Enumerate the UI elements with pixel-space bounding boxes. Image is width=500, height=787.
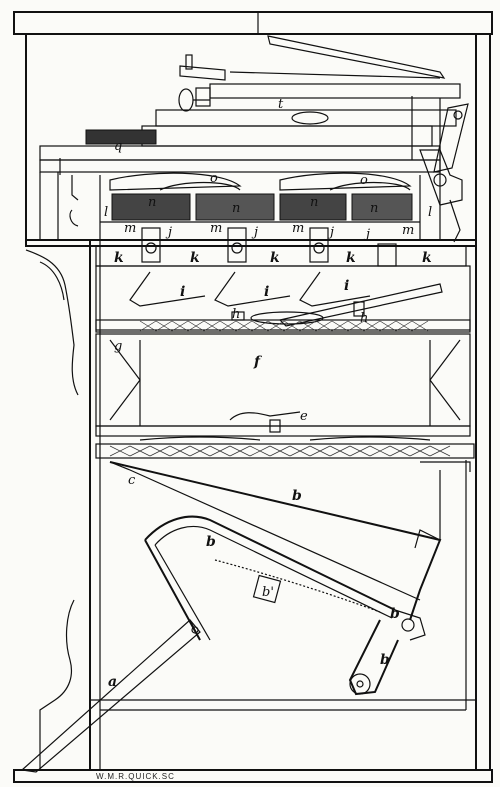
engraver-credit: W.M.R.QUICK.SC bbox=[96, 772, 175, 781]
label-n-1: n bbox=[148, 195, 156, 210]
hatch-mark bbox=[389, 445, 411, 457]
hatch-mark bbox=[309, 445, 331, 457]
hatch-mark bbox=[209, 445, 231, 457]
label-b-top: b bbox=[292, 488, 302, 504]
hatch-mark bbox=[189, 445, 211, 457]
hatch-mark bbox=[149, 445, 171, 457]
clamp-assembly bbox=[39, 145, 441, 240]
label-i-1: i bbox=[180, 284, 185, 300]
hatch-mark bbox=[155, 320, 173, 332]
hatch-mark bbox=[169, 445, 191, 457]
hatch-mark bbox=[203, 320, 221, 332]
hatch-mark bbox=[269, 445, 291, 457]
label-c: c bbox=[128, 473, 136, 488]
label-k-1: k bbox=[114, 250, 124, 266]
label-q: q bbox=[114, 139, 122, 154]
label-t: t bbox=[278, 97, 284, 112]
outer-frame bbox=[13, 11, 493, 783]
labels: t q o o n n n n l l m m m m j j j j k k … bbox=[96, 97, 432, 781]
hatch-mark bbox=[129, 445, 151, 457]
hatch-mark bbox=[347, 320, 365, 332]
hatch-mark bbox=[187, 320, 205, 332]
hatch-mark bbox=[235, 320, 253, 332]
bed-k bbox=[25, 239, 477, 267]
hatch-mark bbox=[395, 320, 413, 332]
label-g: g bbox=[114, 339, 122, 354]
spring-e bbox=[95, 425, 471, 441]
label-o-left: o bbox=[210, 171, 218, 186]
label-m-2: m bbox=[210, 221, 222, 236]
label-j-3: j bbox=[327, 225, 334, 240]
hatch-mark bbox=[379, 320, 397, 332]
label-b-bottom: b bbox=[380, 652, 390, 668]
hatch-mark bbox=[289, 445, 311, 457]
label-f: f bbox=[253, 354, 263, 370]
hatch-mark bbox=[283, 320, 301, 332]
label-h-1: h bbox=[232, 307, 240, 322]
treadle-a bbox=[20, 619, 201, 773]
hatch-mark bbox=[171, 320, 189, 332]
hatch-mark bbox=[409, 445, 431, 457]
label-j-2: j bbox=[251, 225, 258, 240]
label-i-2: i bbox=[264, 284, 269, 300]
hatch-mark bbox=[411, 320, 429, 332]
hatch-mark bbox=[219, 320, 237, 332]
label-n-2: n bbox=[232, 201, 240, 216]
hatch-mark bbox=[363, 320, 381, 332]
label-n-3: n bbox=[310, 195, 318, 210]
left-hooks bbox=[59, 158, 79, 227]
hatch-mark bbox=[349, 445, 371, 457]
treadle-linkage bbox=[144, 515, 426, 696]
label-l-right: l bbox=[428, 205, 432, 220]
upper-hatched-bar bbox=[95, 319, 471, 333]
hatch-mark bbox=[329, 445, 351, 457]
lever-b-c bbox=[109, 461, 471, 621]
label-m-1: m bbox=[124, 221, 136, 236]
label-i-3: i bbox=[344, 278, 349, 294]
top-mechanism bbox=[85, 35, 469, 243]
hatch-mark bbox=[299, 320, 317, 332]
label-b-mid: b bbox=[206, 534, 216, 550]
label-b-prime: b' bbox=[262, 585, 274, 600]
hatch-mark bbox=[267, 320, 285, 332]
hatch-mark bbox=[139, 320, 157, 332]
lever-section-i bbox=[95, 265, 471, 331]
paper-blocks-n bbox=[100, 193, 420, 241]
hatch-mark bbox=[109, 445, 131, 457]
label-j-1: j bbox=[165, 225, 172, 240]
hatch-mark bbox=[251, 320, 269, 332]
hatch-mark bbox=[229, 445, 251, 457]
box-f bbox=[95, 333, 471, 433]
label-n-4: n bbox=[370, 201, 378, 216]
hatch-mark bbox=[315, 320, 333, 332]
hatch-mark bbox=[429, 445, 451, 457]
label-l-left: l bbox=[104, 205, 108, 220]
label-k-3: k bbox=[270, 250, 280, 266]
hatch-mark bbox=[331, 320, 349, 332]
label-j-4: j bbox=[363, 227, 370, 242]
lower-hatched-bar bbox=[95, 443, 475, 459]
hatch-mark bbox=[249, 445, 271, 457]
hatch-mark bbox=[369, 445, 391, 457]
label-k-2: k bbox=[190, 250, 200, 266]
label-e: e bbox=[300, 409, 308, 424]
label-o-right: o bbox=[360, 173, 368, 188]
label-b-right: b bbox=[390, 606, 400, 622]
label-k-4: k bbox=[346, 250, 356, 266]
label-m-4: m bbox=[402, 223, 414, 238]
label-h-2: h bbox=[360, 311, 368, 326]
label-m-3: m bbox=[292, 221, 304, 236]
label-k-5: k bbox=[422, 250, 432, 266]
label-a: a bbox=[108, 674, 117, 690]
